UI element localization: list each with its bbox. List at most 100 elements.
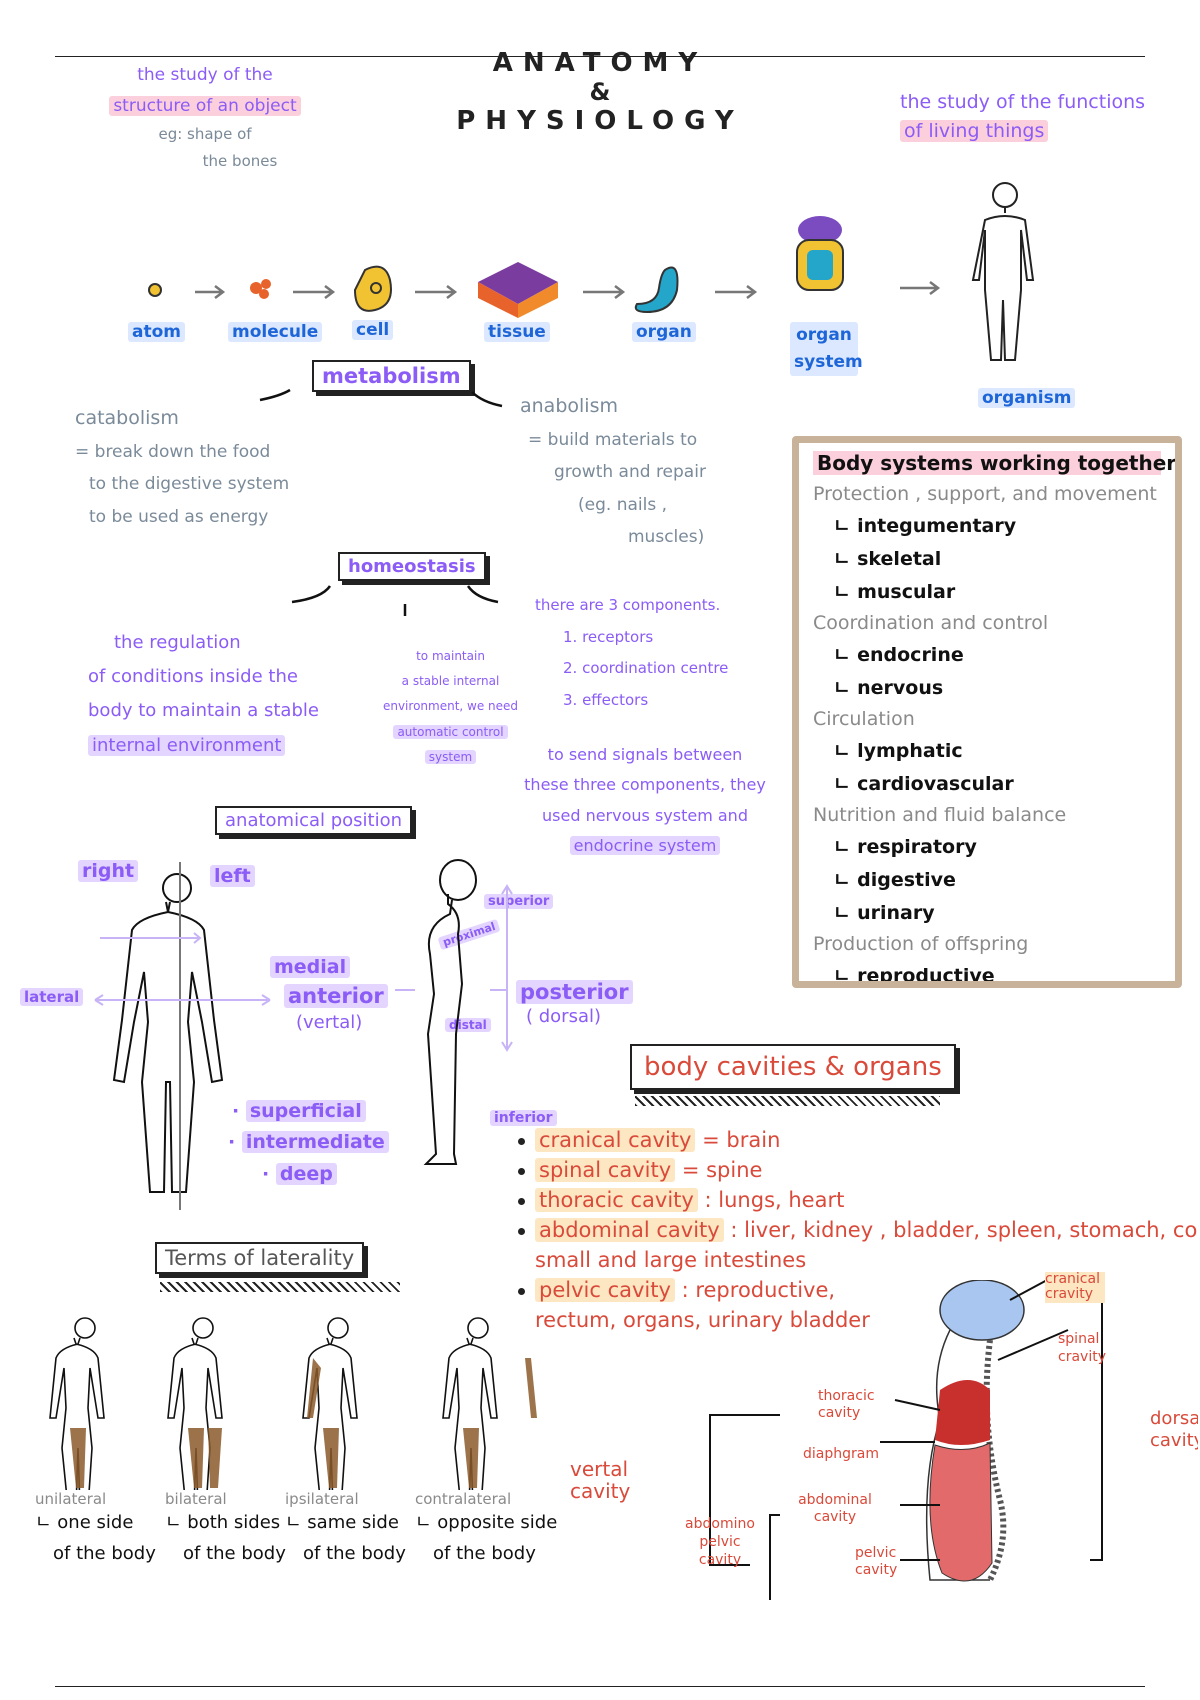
bullet-icon bbox=[518, 1167, 525, 1175]
body-system-item-label: integumentary bbox=[857, 515, 1017, 537]
bullet-icon bbox=[518, 1137, 525, 1145]
physiology-def-highlight: of living things bbox=[900, 119, 1049, 142]
diagram-ventral: vertal cavity bbox=[570, 1457, 631, 1503]
contralateral-desc2: of the body bbox=[433, 1542, 536, 1564]
level-label-tissue: tissue bbox=[484, 322, 550, 342]
body-system-item-label: endocrine bbox=[857, 644, 964, 666]
cavity-organs: rectum, organs, urinary bladder bbox=[535, 1308, 870, 1332]
branch-glyph-icon: ㄴ bbox=[833, 740, 858, 762]
cranial-shape bbox=[939, 1280, 1025, 1341]
anatomy-def-example: eg: shape of bbox=[158, 125, 252, 144]
homeostasis-components: there are 3 components. 1. receptors 2. … bbox=[535, 590, 775, 716]
branch-glyph-icon: ㄴ bbox=[833, 515, 858, 537]
label-left: left bbox=[210, 865, 255, 887]
level-label-molecule: molecule bbox=[228, 322, 323, 342]
cavity-organs: = brain bbox=[702, 1128, 781, 1152]
label-superior: superior bbox=[484, 894, 554, 909]
homeostasis-mid-line1: to maintain bbox=[416, 649, 485, 663]
physiology-def-line: the study of the functions bbox=[900, 91, 1146, 113]
cavities-title-hatch bbox=[635, 1096, 940, 1106]
anabolism-line4: muscles) bbox=[628, 526, 705, 547]
ipsilateral-desc2: of the body bbox=[303, 1542, 406, 1564]
level-label-cell: cell bbox=[352, 320, 394, 340]
levels-diagram bbox=[148, 182, 1035, 361]
cavity-row: thoracic cavity : lungs, heart bbox=[518, 1188, 1198, 1212]
signals-line3: used nervous system and bbox=[542, 805, 748, 825]
unilateral-desc2: of the body bbox=[53, 1542, 156, 1564]
label-right: right bbox=[78, 860, 139, 882]
bottom-rule bbox=[55, 1686, 1145, 1687]
body-system-item: ㄴ endocrine bbox=[833, 640, 1161, 667]
metabolism-title: metabolism bbox=[312, 360, 471, 392]
branch-glyph-icon: ㄴ bbox=[833, 869, 858, 891]
body-system-item-label: cardiovascular bbox=[857, 773, 1014, 795]
cavity-row: spinal cavity = spine bbox=[518, 1158, 1198, 1182]
body-system-item-label: urinary bbox=[857, 902, 935, 924]
cavity-organs: : lungs, heart bbox=[704, 1188, 845, 1212]
body-system-item: ㄴ muscular bbox=[833, 577, 1161, 604]
anatomical-position-title: anatomical position bbox=[215, 806, 413, 835]
body-system-item-label: muscular bbox=[857, 581, 956, 603]
cavities-title: body cavities & organs bbox=[630, 1044, 956, 1090]
organ-icon bbox=[634, 266, 679, 314]
level-label-organ-system: organ system bbox=[790, 322, 863, 377]
level-label-organism: organism bbox=[978, 388, 1076, 408]
catabolism-line2: to the digestive system bbox=[89, 474, 290, 495]
laterality-figures bbox=[49, 1317, 537, 1490]
body-system-item-label: nervous bbox=[857, 677, 944, 699]
homeostasis-mid-line2: a stable internal bbox=[401, 674, 500, 689]
catabolism-label: catabolism bbox=[75, 407, 179, 429]
cavity-row: cranical cavity = brain bbox=[518, 1128, 1198, 1152]
body-system-item: ㄴ digestive bbox=[833, 865, 1161, 892]
physiology-definition: the study of the functions of living thi… bbox=[900, 88, 1200, 145]
contralateral-desc1: opposite side bbox=[437, 1512, 558, 1533]
body-system-item: ㄴ respiratory bbox=[833, 832, 1161, 859]
body-system-item-label: respiratory bbox=[857, 836, 977, 858]
unilateral-label: unilateral bbox=[35, 1490, 107, 1508]
component-coordination: 2. coordination centre bbox=[563, 659, 729, 677]
label-anterior: anterior bbox=[284, 984, 388, 1008]
homeostasis-title: homeostasis bbox=[338, 552, 486, 581]
homeostasis-mid-line4: automatic control bbox=[393, 724, 508, 739]
component-receptors: 1. receptors bbox=[563, 627, 654, 646]
cavity-row: small and large intestines bbox=[518, 1248, 1198, 1272]
page-title: ANATOMY & PHYSIOLOGY bbox=[440, 48, 760, 136]
organism-icon bbox=[971, 182, 1035, 361]
molecule-icon bbox=[250, 279, 271, 299]
anabolism-line3: (eg. nails , bbox=[578, 494, 667, 515]
anatomy-def-example2: the bones bbox=[202, 152, 278, 171]
unilateral-desc1: one side bbox=[57, 1512, 134, 1533]
ipsilateral-label: ipsilateral bbox=[285, 1490, 359, 1508]
arrow-icons bbox=[195, 281, 941, 299]
body-system-item: ㄴ cardiovascular bbox=[833, 769, 1161, 796]
metabolism-branches bbox=[259, 388, 503, 408]
cavities-list: cranical cavity = brain spinal cavity = s… bbox=[518, 1128, 1198, 1338]
cavity-name: thoracic cavity bbox=[535, 1188, 698, 1212]
label-medial: medial bbox=[270, 956, 351, 978]
bullet-icon bbox=[518, 1287, 525, 1295]
body-system-item-label: skeletal bbox=[857, 548, 942, 570]
level-label-organ: organ bbox=[632, 322, 696, 342]
diagram-abdominal: abdominal cavity bbox=[798, 1492, 872, 1525]
tissue-icon bbox=[478, 262, 558, 318]
diagram-diaphragm: diaphgram bbox=[803, 1446, 879, 1462]
body-system-item-label: reproductive bbox=[857, 965, 995, 987]
side-body-outline bbox=[423, 859, 477, 1165]
anatomy-def-highlight: structure of an object bbox=[109, 95, 301, 116]
diagram-cranial: cranical cravity bbox=[1045, 1271, 1105, 1303]
label-intermediate: intermediate bbox=[241, 1131, 389, 1154]
atom-icon bbox=[148, 283, 162, 297]
diagram-thoracic: thoracic cavity bbox=[818, 1388, 875, 1421]
homeostasis-def-line3: body to maintain a stable bbox=[88, 700, 319, 722]
branch-glyph-icon: ㄴ bbox=[833, 581, 858, 603]
laterality-title-hatch bbox=[160, 1282, 400, 1292]
anabolism-line1: = build materials to bbox=[528, 430, 698, 451]
anabolism-block: anabolism = build materials to growth an… bbox=[520, 388, 740, 553]
